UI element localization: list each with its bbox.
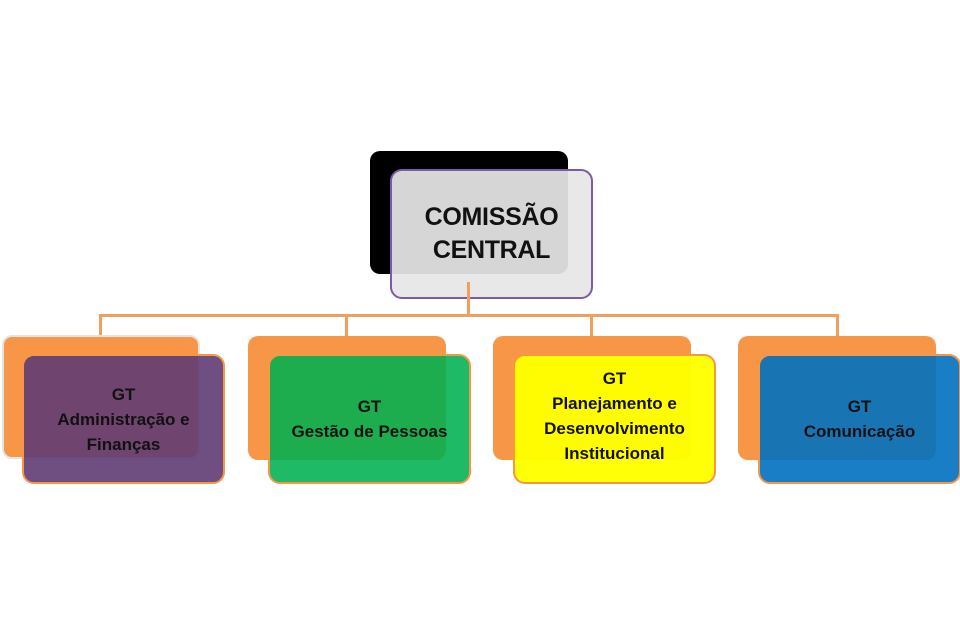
root-node-label: COMISSÃO CENTRAL <box>424 203 559 264</box>
child-node-1-label: GT Administração e Finanças <box>57 384 190 454</box>
connector-trunk <box>467 282 470 316</box>
connector-drop-4 <box>836 314 839 336</box>
connector-drop-2 <box>345 314 348 336</box>
connector-horizontal <box>99 314 839 317</box>
root-node: COMISSÃO CENTRAL <box>390 169 593 299</box>
child-node-3-label: GT Planejamento e Desenvolvimento Instit… <box>544 369 685 463</box>
connector-drop-3 <box>590 314 593 336</box>
child-node-4-label: GT Comunicação <box>803 397 916 441</box>
child-node-2: GT Gestão de Pessoas <box>268 354 471 484</box>
child-node-4: GT Comunicação <box>758 354 960 484</box>
child-node-1: GT Administração e Finanças <box>22 354 225 484</box>
child-node-3: GT Planejamento e Desenvolvimento Instit… <box>513 354 716 484</box>
child-node-2-label: GT Gestão de Pessoas <box>291 397 448 441</box>
connector-drop-1 <box>99 314 102 336</box>
